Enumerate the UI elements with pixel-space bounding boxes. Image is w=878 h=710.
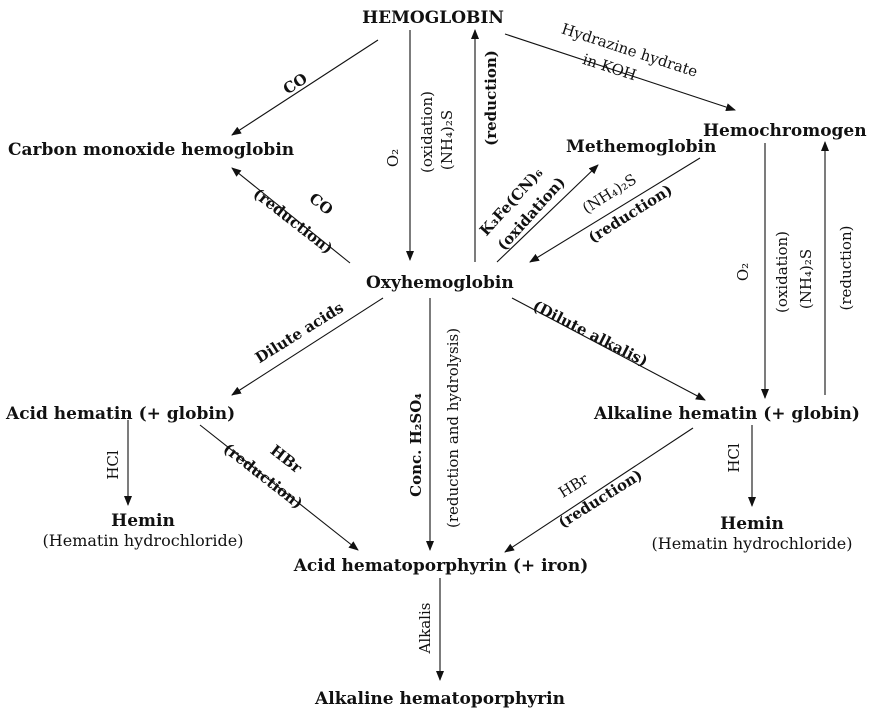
node-acid-hematin: Acid hematin (+ globin) bbox=[5, 404, 235, 424]
node-methemoglobin: Methemoglobin bbox=[566, 137, 716, 157]
node-alkaline-hematoporphyrin: Alkaline hematoporphyrin bbox=[314, 689, 565, 709]
label-dilute-acids: Dilute acids bbox=[252, 298, 347, 367]
label-reduction-and-hydrolysis: (reduction and hydrolysis) bbox=[444, 328, 462, 528]
label-reduction-center: (reduction) bbox=[482, 50, 500, 146]
label-hcl-right: HCl bbox=[725, 443, 743, 473]
label-co-top: CO bbox=[280, 69, 311, 98]
label-nh4-2s-center: (NH₄)₂S bbox=[438, 110, 456, 170]
label-reduction-right: (reduction) bbox=[837, 226, 855, 311]
arrow-oxyhemoglobin-to-co-hemoglobin bbox=[231, 167, 351, 264]
label-nh4-2s-right: (NH₄)₂S bbox=[797, 249, 815, 309]
node-alkaline-hematin: Alkaline hematin (+ globin) bbox=[593, 404, 860, 424]
arrow-alkaline-hematin-to-acid-hematoporphyrin bbox=[504, 427, 694, 553]
node-hemochromogen: Hemochromogen bbox=[703, 121, 867, 141]
arrow-hemoglobin-to-hemochromogen bbox=[504, 33, 736, 111]
node-acid-hematoporphyrin: Acid hematoporphyrin (+ iron) bbox=[293, 556, 589, 576]
arrow-hemoglobin-to-co-hemoglobin bbox=[231, 39, 379, 136]
arrow-oxyhemoglobin-to-alkaline-hematin bbox=[511, 297, 706, 401]
label-oxidation-center: (oxidation) bbox=[418, 91, 436, 173]
arrow-oxyhemoglobin-to-acid-hematin bbox=[231, 297, 384, 396]
node-oxyhemoglobin: Oxyhemoglobin bbox=[366, 273, 514, 293]
label-o2-right: O₂ bbox=[734, 263, 752, 281]
node-carbon-monoxide-hemoglobin: Carbon monoxide hemoglobin bbox=[8, 140, 294, 160]
label-o2-left: O₂ bbox=[384, 149, 402, 167]
label-co-middle: CO bbox=[306, 189, 337, 219]
node-hemin-right-sub: (Hematin hydrochloride) bbox=[652, 534, 853, 553]
arrow-oxyhemoglobin-to-methemoglobin bbox=[496, 164, 599, 263]
label-oxidation-right: (oxidation) bbox=[773, 231, 791, 313]
node-hemin-right: Hemin bbox=[720, 514, 784, 534]
node-hemin-left: Hemin bbox=[111, 511, 175, 531]
label-hcl-left: HCl bbox=[104, 450, 122, 480]
node-hemin-left-sub: (Hematin hydrochloride) bbox=[43, 531, 244, 550]
label-dilute-alkalis: (Dilute alkalis) bbox=[530, 297, 651, 371]
label-conc-h2so4: Conc. H₂SO₄ bbox=[407, 393, 425, 497]
label-alkalis: Alkalis bbox=[416, 603, 434, 655]
arrow-methemoglobin-to-oxyhemoglobin bbox=[529, 157, 701, 263]
arrow-acid-hematin-to-acid-hematoporphyrin bbox=[199, 424, 359, 551]
node-hemoglobin: HEMOGLOBIN bbox=[362, 8, 504, 28]
